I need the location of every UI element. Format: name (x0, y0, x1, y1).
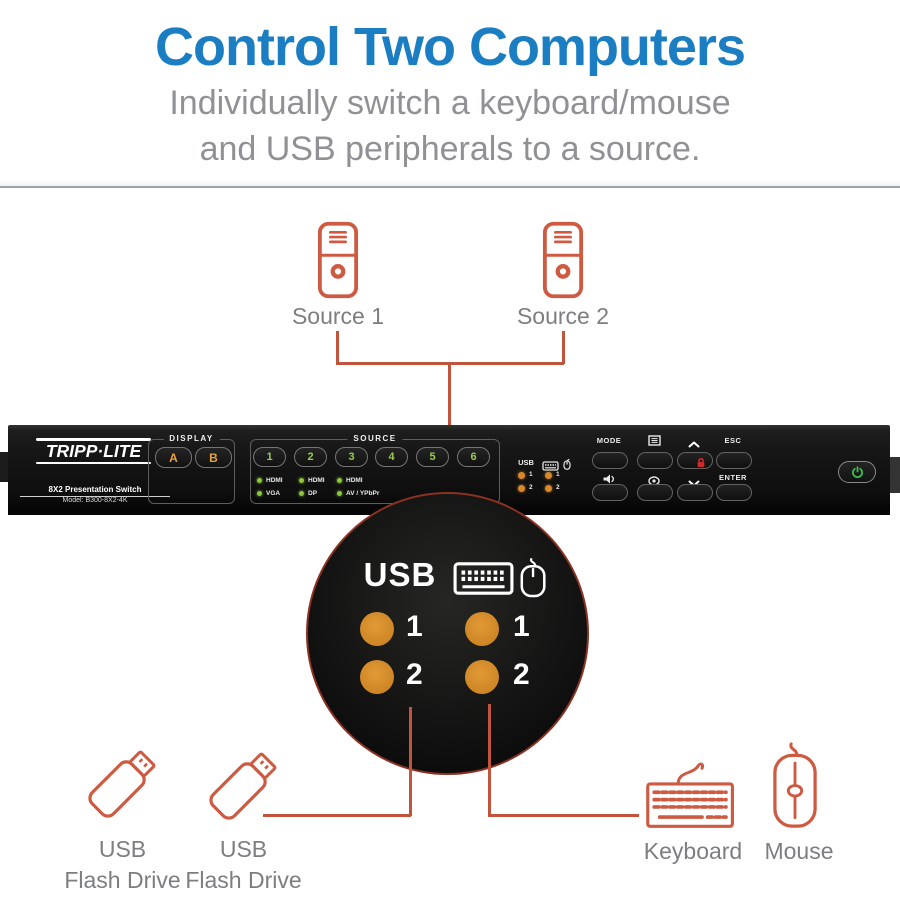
source-button-2: 2 (294, 447, 327, 467)
power-button (838, 461, 876, 483)
flash-drive-2-label: USB Flash Drive (185, 836, 302, 893)
usb-flash-drive-icon (197, 740, 289, 832)
source-section: SOURCE 1 2 3 4 5 6 HDMI VGA HDMI DP HDMI… (250, 434, 500, 504)
subtitle-line-1: Individually switch a keyboard/mouse (169, 84, 731, 122)
led-indicator (337, 478, 342, 483)
usb-led-2 (360, 660, 394, 694)
model-number: Model: B300-8X2-4K (62, 497, 128, 504)
display-button-b: B (195, 447, 232, 468)
volume-button (592, 484, 628, 501)
led-number: 2 (529, 484, 533, 491)
magnifier-usb-label: USB (363, 556, 437, 593)
source-button-5: 5 (416, 447, 449, 467)
usb-flash-drive-icon (76, 738, 168, 830)
logo-line (36, 461, 151, 464)
led-number: 1 (513, 610, 530, 643)
led-label: VGA (266, 490, 281, 497)
mouse-icon (771, 742, 819, 835)
menu-button (637, 452, 673, 469)
down-button (677, 484, 713, 501)
magnifier-circle: USB 1 2 1 2 (306, 492, 589, 775)
source-section-label: SOURCE (347, 434, 403, 443)
led-label: DP (308, 490, 318, 497)
autoscan-button (637, 484, 673, 501)
led-label: HDMI (308, 477, 325, 484)
divider (0, 180, 900, 188)
source-button-1: 1 (253, 447, 286, 467)
menu-icon (648, 433, 661, 451)
km-led-2 (465, 660, 499, 694)
connector-line (263, 814, 411, 817)
power-icon (851, 465, 864, 479)
led-number: 1 (556, 471, 560, 478)
led-number: 2 (513, 658, 530, 691)
source-button-6: 6 (457, 447, 490, 467)
usb-led-1 (518, 472, 525, 479)
rack-ear-right (888, 457, 900, 493)
connector-line (448, 362, 451, 426)
brand-logo: TRIPP·LITE (36, 438, 151, 464)
usb-led-2 (518, 485, 525, 492)
esc-button-label: ESC (724, 436, 742, 445)
speaker-icon (602, 472, 616, 490)
led-number: 2 (556, 484, 560, 491)
led-number: 2 (406, 658, 423, 691)
usb-leds-label: USB (518, 458, 534, 467)
connector-line (336, 331, 339, 364)
display-section: DISPLAY A B (148, 434, 235, 504)
led-indicator (257, 491, 262, 496)
led-number: 1 (406, 610, 423, 643)
led-label: HDMI (346, 477, 363, 484)
km-led-1 (545, 472, 552, 479)
km-led-2 (545, 485, 552, 492)
mode-button-label: MODE (596, 436, 622, 445)
led-indicator (299, 491, 304, 496)
logo-line (36, 438, 151, 441)
keyboard-label: Keyboard (643, 838, 743, 864)
up-button (677, 452, 713, 469)
led-label: AV / YPbPr (346, 490, 380, 497)
enter-button-label: ENTER (719, 473, 747, 482)
mouse-icon (563, 457, 571, 475)
flash-drive-1-label: USB Flash Drive (64, 836, 181, 893)
brand-name: TRIPP·LITE (45, 440, 142, 461)
mode-button (592, 452, 628, 469)
keyboard-icon (645, 760, 737, 835)
connector-line (488, 814, 639, 817)
rack-ear-left (0, 452, 9, 482)
led-indicator (257, 478, 262, 483)
km-led-1 (465, 612, 499, 646)
computer-tower-icon (317, 220, 359, 305)
connector-line (562, 331, 565, 364)
display-section-label: DISPLAY (163, 434, 220, 443)
connector-line (409, 707, 412, 816)
subtitle-line-2: and USB peripherals to a source. (199, 130, 701, 168)
up-chevron-icon (688, 435, 700, 453)
keyboard-icon (453, 562, 514, 600)
enter-button (716, 484, 752, 501)
usb-led-1 (360, 612, 394, 646)
led-indicator (299, 478, 304, 483)
source-button-3: 3 (335, 447, 368, 467)
page-title: Control Two Computers (155, 17, 746, 77)
source-2-label: Source 2 (516, 303, 610, 329)
computer-tower-icon (542, 220, 584, 305)
esc-button (716, 452, 752, 469)
led-indicator (337, 491, 342, 496)
mouse-label: Mouse (764, 838, 834, 864)
source-button-4: 4 (375, 447, 408, 467)
product-name: 8X2 Presentation Switch (20, 485, 170, 497)
lock-icon (696, 455, 706, 473)
keyboard-icon (542, 458, 559, 476)
source-1-label: Source 1 (291, 303, 385, 329)
led-number: 1 (529, 471, 533, 478)
led-label: HDMI (266, 477, 283, 484)
mouse-icon (520, 558, 547, 603)
display-button-a: A (155, 447, 192, 468)
connector-line (488, 704, 491, 816)
